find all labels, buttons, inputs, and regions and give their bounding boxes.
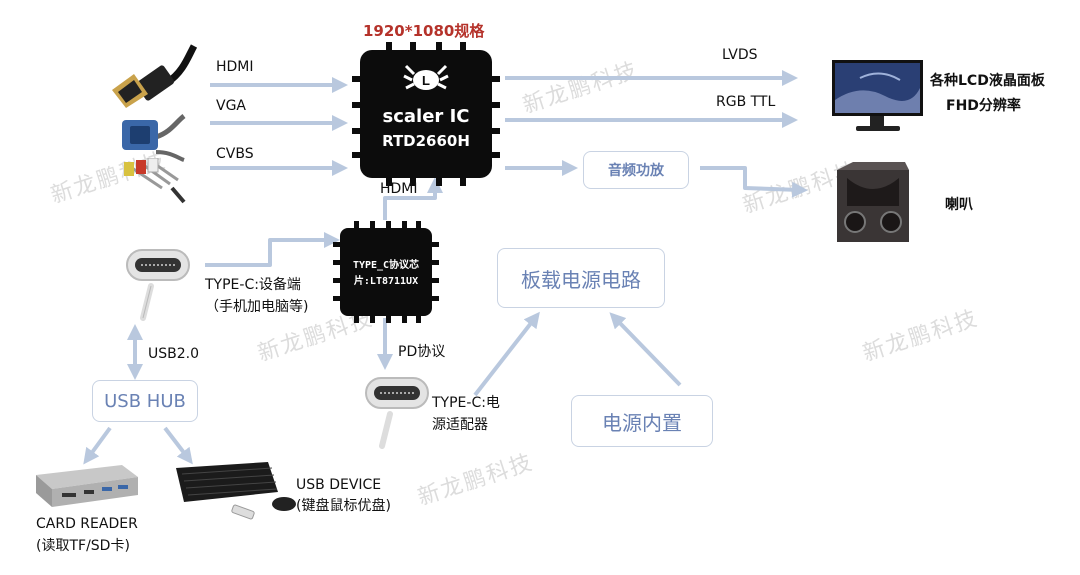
cvbs-input-label: CVBS bbox=[216, 146, 254, 162]
card-reader-icon bbox=[36, 465, 138, 507]
audio-amplifier-label: 音频功放 bbox=[608, 163, 664, 179]
usb20-label: USB2.0 bbox=[148, 346, 200, 362]
keyboard-mouse-icon bbox=[176, 462, 296, 520]
hub-to-card-arrow bbox=[83, 426, 112, 465]
svg-text:L: L bbox=[422, 73, 430, 88]
crab-logo-icon: L bbox=[403, 64, 449, 90]
usb-device-label: USB DEVICE bbox=[296, 477, 382, 493]
typec-adapter-sub-label: 源适配器 bbox=[432, 417, 488, 433]
usb-hub-box: USB HUB bbox=[92, 380, 198, 422]
typec-device-arrow bbox=[205, 232, 340, 267]
lcd-panel-label: 各种LCD液晶面板 bbox=[930, 73, 1045, 89]
speaker-arrow bbox=[700, 166, 808, 198]
hdmi-cable-icon bbox=[112, 44, 198, 108]
typec-port-icon bbox=[126, 249, 190, 321]
typec-adapter-label: TYPE-C:电 bbox=[432, 395, 500, 411]
builtin-power-label: 电源内置 bbox=[602, 410, 682, 435]
typec-adapter-port-icon bbox=[365, 377, 429, 449]
typec-device-label: TYPE-C:设备端 bbox=[205, 277, 301, 293]
hdmi-input-label: HDMI bbox=[216, 59, 254, 75]
cvbs-cable-icon bbox=[124, 158, 186, 204]
card-reader-label: CARD READER bbox=[36, 516, 138, 532]
lvds-output-label: LVDS bbox=[722, 47, 758, 63]
spec-title: 1920*1080规格 bbox=[363, 22, 485, 40]
lcd-monitor-icon bbox=[832, 60, 923, 131]
scaler-model-label: RTD2660H bbox=[382, 132, 470, 150]
onboard-power-circuit-label: 板载电源电路 bbox=[521, 267, 641, 292]
rgb-ttl-output-label: RGB TTL bbox=[716, 94, 776, 110]
scaler-ic-chip: L scaler IC RTD2660H bbox=[352, 42, 500, 186]
hdmi-link-arrow bbox=[383, 177, 443, 220]
usb-hub-label: USB HUB bbox=[104, 390, 186, 412]
hdmi-link-label: HDMI bbox=[380, 181, 418, 197]
scaler-ic-label: scaler IC bbox=[382, 106, 470, 127]
typec-chip-label-line2: 片:LT8711UX bbox=[353, 276, 419, 287]
pd-protocol-label: PD协议 bbox=[398, 344, 446, 360]
card-reader-sub-label: (读取TF/SD卡) bbox=[36, 538, 130, 554]
typec-device-sub-label: （手机加电脑等) bbox=[205, 299, 309, 315]
adapter-to-power-arrow bbox=[473, 311, 540, 397]
typec-chip-label-line1: TYPE_C协议芯 bbox=[352, 260, 420, 271]
usb-device-sub-label: (键盘鼠标优盘) bbox=[296, 498, 391, 514]
typec-protocol-chip: TYPE_C协议芯 片:LT8711UX bbox=[333, 221, 439, 323]
audio-amplifier-box: 音频功放 bbox=[583, 151, 689, 189]
lcd-resolution-label: FHD分辨率 bbox=[946, 98, 1021, 114]
speaker-label: 喇叭 bbox=[945, 197, 973, 213]
hub-to-usb-device-arrow bbox=[163, 426, 193, 465]
builtin-power-box: 电源内置 bbox=[571, 395, 713, 447]
vga-cable-icon bbox=[122, 114, 186, 162]
onboard-power-circuit-box: 板载电源电路 bbox=[497, 248, 665, 308]
vga-input-label: VGA bbox=[216, 98, 247, 114]
speaker-icon bbox=[837, 162, 909, 242]
builtin-to-power-arrow bbox=[609, 312, 682, 387]
